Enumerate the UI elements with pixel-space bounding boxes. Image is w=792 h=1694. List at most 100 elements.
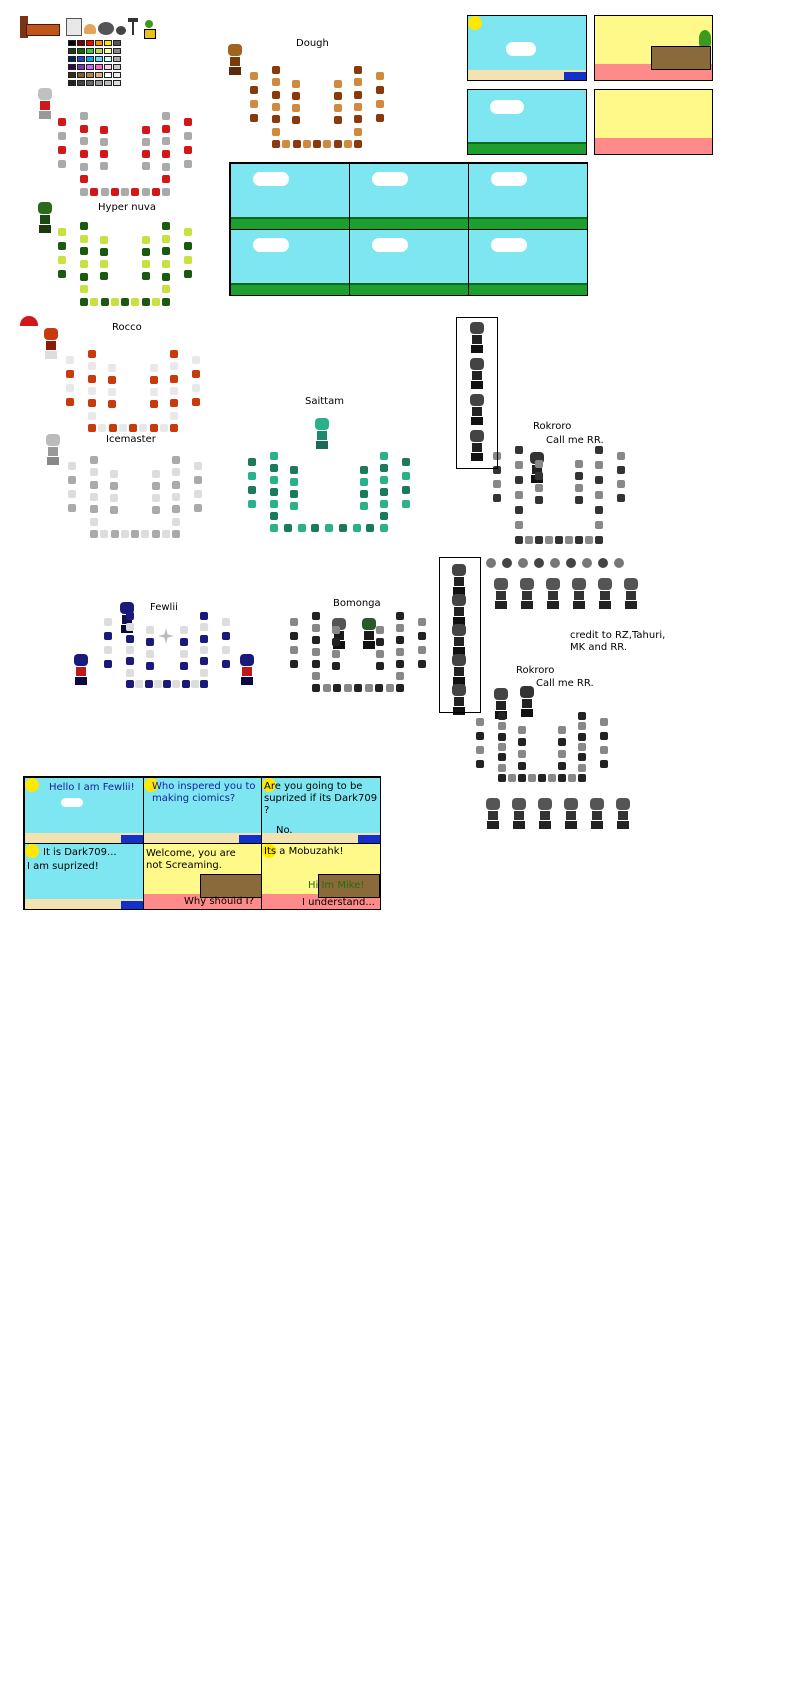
sprite-part [80,188,88,196]
sprite-part [558,762,566,770]
sprite-part [100,272,108,280]
hyper-nuva-label: Hyper nuva [98,202,156,213]
sprite-part [150,364,158,372]
sprite-part [58,132,66,140]
sprite-part [248,486,256,494]
sprite-part [159,424,168,432]
sprite-part [126,657,134,666]
sprite-part [80,234,88,243]
sprite-part [162,298,170,306]
sprite-part [366,524,375,532]
sprite-part [322,684,331,692]
plant-icon [699,30,711,46]
sprite-part [332,638,340,646]
sprite-part [80,137,88,146]
sprite-part [376,72,384,80]
sprite-part [515,476,523,484]
sprite-part [313,140,321,148]
palette-swatch [95,40,103,46]
sprite-part [515,446,523,454]
sprite-part [162,260,170,268]
sprite-part [528,774,536,782]
sprite-part [380,512,388,520]
sprite-part [200,657,208,666]
office-background [594,15,713,81]
sprite-part [142,162,150,170]
sprite-part [270,464,278,472]
fewlii-character [74,654,88,685]
sprite-part [250,100,258,108]
sprite-part [595,536,603,544]
sprite-part [302,140,311,148]
sprite-part [170,374,178,383]
sprite-part [380,500,388,508]
sky-tile [230,163,350,230]
credit-label: credit to RZ,Tahuri, MK and RR. [570,630,666,653]
sprite-part [270,476,278,484]
palette-swatch [95,48,103,54]
sprite-part [545,536,553,544]
sprite-part [88,411,96,420]
sprite-part [108,424,117,432]
sprite-part [172,517,180,526]
sprite-part [192,384,200,392]
sprite-part [104,632,112,640]
sprite-part [360,490,368,498]
sprite-part [376,638,384,646]
sprite-part [617,466,625,474]
sprite-part [333,140,342,148]
sprite-part [152,494,160,502]
sprite-part [578,712,586,720]
sprite-part [184,132,192,140]
plant-icon [142,20,156,39]
sprite-part [380,524,388,532]
sprite-part [162,188,170,196]
sprite-part [360,502,368,510]
sprite-part [66,384,74,392]
sprite-part [80,112,88,120]
sprite-part [120,530,129,538]
sky-tile [349,229,469,296]
sprite-part [332,626,340,634]
bomonga-label: Bomonga [333,598,381,609]
sprite-part [184,146,192,154]
sprite-part [333,684,341,692]
sprite-part [578,774,586,782]
comic-panel-6: Its a Mobuzahk! Hi Im Mike! I understand… [261,843,381,910]
sprite-part [100,138,108,146]
book-icon [66,18,82,36]
sprite-part [152,470,160,478]
sprite-part [290,632,298,640]
sprite-part [476,718,484,726]
sprite-part [418,660,426,668]
sprite-part [396,612,404,620]
sprite-part [80,150,88,158]
sprite-part [200,634,208,643]
sprite-part [396,660,404,668]
mask-icon [582,558,592,568]
speech-text: Hello I am Fewlii! [49,782,135,793]
palette-swatch [113,72,121,78]
saittam-character [315,418,329,449]
star-icon [158,628,174,644]
sprite-part [518,738,526,746]
sprite-part [118,424,127,432]
sprite-part [376,662,384,670]
sprite-part [332,662,340,670]
sprite-part [418,632,426,640]
sprite-part [142,150,150,158]
sprite-part [272,90,280,99]
palette-swatch [113,64,121,70]
rokroro-pose [452,594,466,625]
sprite-part [110,188,119,196]
sprite-part [518,774,526,782]
sprite-part [110,530,119,538]
sprite-part [172,493,180,501]
palette-swatch [77,72,85,78]
palette-swatch [104,56,112,62]
sprite-part [192,398,200,406]
sprite-part [334,92,342,100]
sprite-part [90,505,98,514]
sprite-part [151,298,160,306]
sprite-part [126,668,134,677]
